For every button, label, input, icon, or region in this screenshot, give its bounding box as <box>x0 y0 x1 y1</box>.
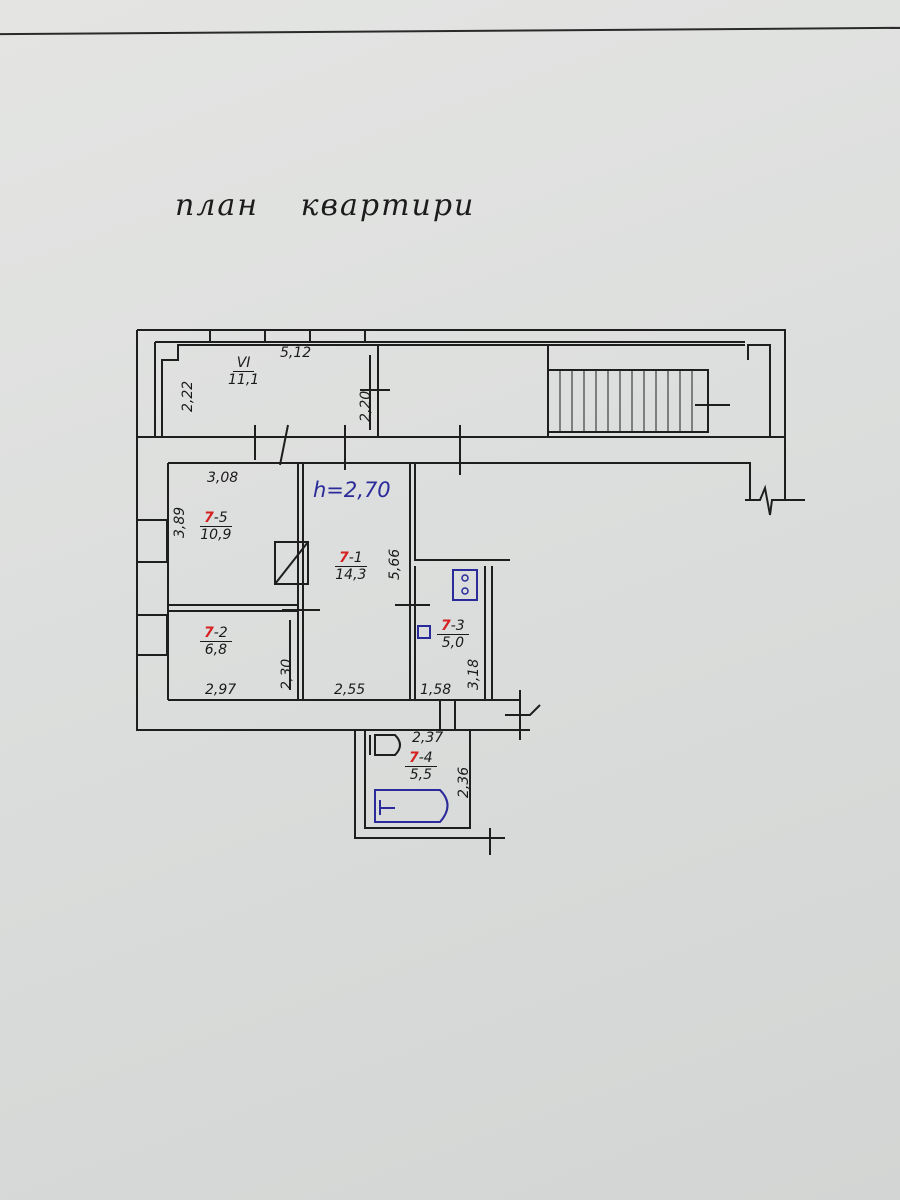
dimension-label: 2,37 <box>412 730 444 746</box>
dimension-label: 5,66 <box>387 548 403 580</box>
dimension-label: 2,36 <box>456 766 472 798</box>
window <box>209 329 266 343</box>
dimension-label: 3,89 <box>172 506 188 538</box>
stove-symbol <box>274 541 309 585</box>
toilet-icon <box>369 734 401 756</box>
dimension-label: 2,55 <box>334 682 366 698</box>
interior-walls <box>168 463 510 700</box>
door-marks <box>254 355 461 730</box>
inner-bottom-wall <box>137 690 541 740</box>
stove-icon <box>452 569 478 601</box>
window <box>136 519 168 563</box>
dimension-label: 3,18 <box>466 658 482 690</box>
dimension-label: 2,30 <box>279 658 295 690</box>
dimension-label: 2,20 <box>358 390 374 422</box>
sink-icon <box>417 625 431 639</box>
plan-title: план квартири <box>175 188 476 223</box>
bathtub-icon <box>374 789 449 823</box>
bathroom-walls <box>354 730 505 855</box>
dimension-label: 2,97 <box>205 682 237 698</box>
ceiling-height: h=2,70 <box>313 478 391 502</box>
dimension-label: 1,58 <box>420 682 452 698</box>
window <box>136 614 168 656</box>
dimension-label: 5,12 <box>280 345 312 361</box>
stair-steps <box>559 370 693 432</box>
stairwell <box>547 369 709 433</box>
outer-wall <box>136 329 786 731</box>
dimension-label: 3,08 <box>207 470 239 486</box>
zigzag <box>745 484 805 516</box>
window <box>309 329 366 343</box>
dimension-label: 2,22 <box>180 380 196 412</box>
